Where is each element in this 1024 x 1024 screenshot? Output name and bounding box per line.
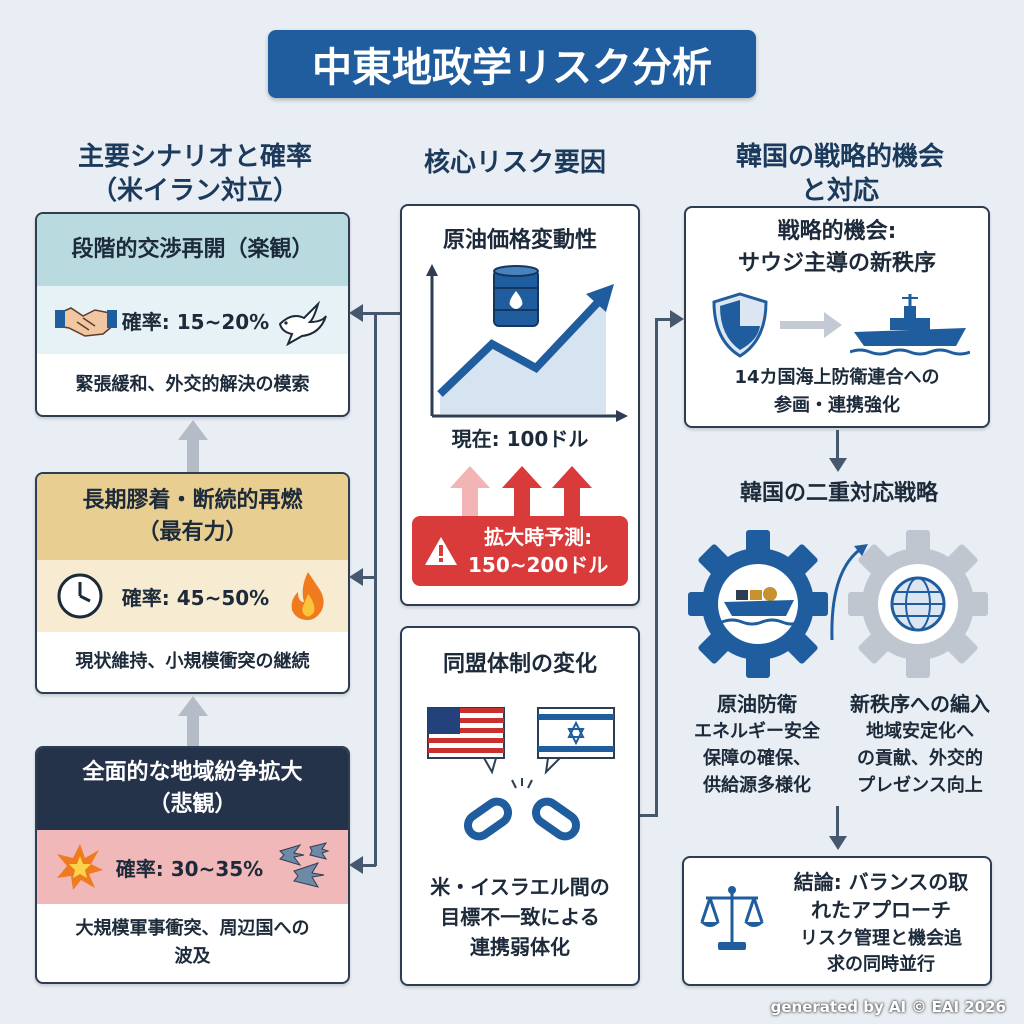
israel-flag-icon [537, 707, 615, 775]
clock-icon [57, 573, 103, 619]
scenario-description: 大規模軍事衝突、周辺国への 波及 [75, 918, 310, 967]
balance-scale-icon [700, 886, 764, 950]
scenario-description: 現状維持、小規模衝突の継続 [75, 651, 310, 672]
up-arrow-icon [178, 696, 208, 746]
us-flag-icon [427, 707, 505, 775]
dove-icon [278, 300, 327, 346]
conclusion-description: リスク管理と機会追 求の同時並行 [800, 928, 962, 975]
oil-current-price: 現在: 100ドル [451, 427, 589, 451]
left-column-heading: 主要シナリオと確率 （米イラン対立） [77, 142, 312, 206]
shield-icon [712, 292, 768, 358]
oil-forecast-box: 拡大時予測: 150~200ドル [412, 516, 628, 586]
arrow-right-icon [670, 310, 684, 328]
center-column-heading: 核心リスク要因 [423, 148, 606, 178]
scenario-title: 長期膠着・断続的再燃 （最有力） [37, 474, 348, 560]
fighter-jets-icon [279, 842, 330, 888]
scenario-description: 緊張緩和、外交的解決の模索 [75, 373, 310, 395]
oil-price-card: 原油価格変動性 現在: 100ドル 拡大時予測: 150~200ドル [400, 204, 640, 606]
connector-line [655, 318, 673, 321]
scenario-title: 全面的な地域紛争拡大 （悲観） [37, 748, 348, 830]
alliance-title: 同盟体制の変化 [442, 652, 597, 677]
scenario-card-pessimistic: 全面的な地域紛争拡大 （悲観） 確率: 30~35% 大規模軍事衝突、周辺国への… [35, 746, 350, 984]
fire-icon [291, 572, 324, 620]
conclusion-card: 結論: バランスの取 れたアプローチ リスク管理と機会追 求の同時並行 [682, 856, 992, 986]
up-arrow-icon [178, 420, 208, 472]
scenario-probability-row: 確率: 45~50% [37, 560, 348, 632]
scenario-probability: 確率: 45~50% [121, 585, 270, 610]
title-banner: 中東地政学リスク分析 [268, 30, 756, 98]
strategic-opportunity-card: 戦略的機会: サウジ主導の新秩序 14カ国海上防衛連合への 参画・連携強化 [684, 206, 990, 428]
arrow-right-icon [780, 312, 842, 338]
dual-strategy-title: 韓国の二重対応戦略 [739, 481, 938, 506]
connector-line [655, 318, 658, 814]
oil-barrel-icon [493, 265, 539, 327]
scenario-probability: 確率: 15~20% [121, 309, 270, 334]
connector-line [360, 312, 400, 315]
oil-price-title: 原油価格変動性 [442, 228, 597, 253]
opportunity-title: 戦略的機会: サウジ主導の新秩序 [737, 219, 936, 276]
right-column-heading: 韓国の戦略的機会 と対応 [735, 142, 944, 206]
opportunity-description: 14カ国海上防衛連合への 参画・連携強化 [734, 367, 940, 416]
connector-line [640, 814, 658, 817]
connector-line [360, 864, 376, 867]
scenario-probability-row: 確率: 15~20% [37, 286, 348, 354]
scenario-card-optimistic: 段階的交渉再開（楽観） 確率: 15~20% 緊張緩和、外交的解決の模索 [35, 212, 350, 417]
cycle-arrow-icon [830, 544, 868, 641]
arrow-left-icon [349, 304, 363, 322]
broken-chain-icon [463, 778, 581, 841]
rising-price-chart-icon [426, 264, 628, 422]
new-order-block: 新秩序への編入 地域安定化へ の貢献、外交的 プレゼンス向上 [842, 690, 998, 799]
connector-line [836, 430, 839, 466]
scenario-title: 段階的交渉再開（楽観） [37, 214, 348, 286]
warning-icon [425, 537, 457, 565]
connector-line [360, 576, 376, 579]
oil-forecast-label: 拡大時予測: [484, 525, 593, 549]
scenario-probability: 確率: 30~35% [115, 856, 264, 881]
oil-defense-block: 原油防衛 エネルギー安全 保障の確保、 供給源多様化 [684, 690, 830, 799]
arrow-down-icon [829, 836, 847, 850]
scenario-card-likely: 長期膠着・断続的再燃 （最有力） 確率: 45~50% 現状維持、小規模衝突の継… [35, 472, 350, 694]
oil-forecast-range: 150~200ドル [468, 553, 609, 577]
conclusion-title: 結論: バランスの取 れたアプローチ [793, 870, 969, 922]
connector-line [374, 312, 377, 866]
explosion-icon [57, 844, 103, 890]
new-order-title: 新秩序への編入 [850, 692, 990, 716]
footer-credit: generated by AI © EAI 2026 [770, 998, 1006, 1016]
gear-globe-icon [848, 530, 988, 678]
page-title: 中東地政学リスク分析 [312, 45, 712, 91]
arrow-left-icon [349, 568, 363, 586]
handshake-icon [55, 307, 117, 337]
alliance-card: 同盟体制の変化 米・イスラエル間の 目標不一致による 連携弱体化 [400, 626, 640, 986]
connector-line [836, 806, 839, 842]
scenario-probability-row: 確率: 30~35% [37, 830, 348, 904]
rising-arrows-icon [450, 466, 592, 522]
gear-shipping-icon [688, 530, 828, 678]
alliance-description: 米・イスラエル間の 目標不一致による 連携弱体化 [430, 875, 610, 959]
oil-defense-title: 原油防衛 [717, 692, 797, 716]
arrow-left-icon [349, 856, 363, 874]
warship-icon [850, 294, 970, 356]
arrow-down-icon [829, 458, 847, 472]
